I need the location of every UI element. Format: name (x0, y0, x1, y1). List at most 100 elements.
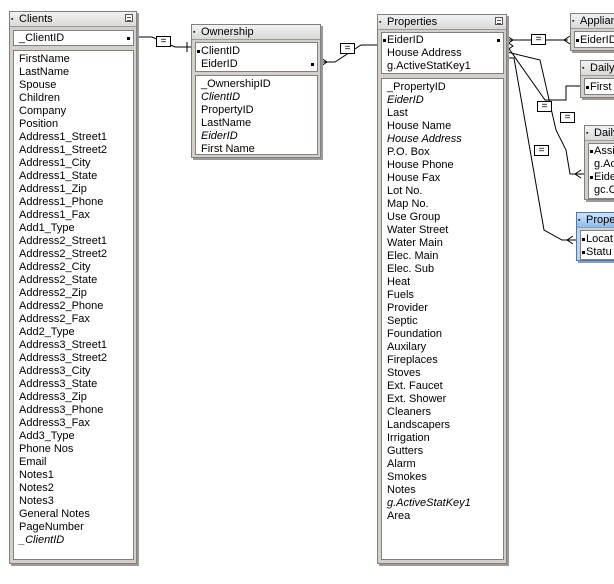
field-row[interactable]: g.ActiveStatKey1 (387, 497, 471, 509)
field-row[interactable]: Water Main (387, 237, 443, 249)
field-row[interactable]: Auxilary (387, 341, 427, 353)
field-row[interactable]: Irrigation (387, 432, 430, 444)
table-header[interactable]: ▪ Daily (585, 126, 614, 141)
field-row[interactable]: Spouse (19, 79, 57, 91)
field-row[interactable]: Notes3 (19, 495, 54, 507)
field-row[interactable]: Address1_Fax (19, 209, 90, 221)
field-row[interactable]: FirstName (19, 53, 70, 65)
field-row[interactable]: Address2_Zip (19, 287, 87, 299)
table-header[interactable]: ▪ Prope (577, 213, 614, 228)
field-row[interactable]: Notes2 (19, 482, 54, 494)
field-row[interactable]: Address2_Street2 (19, 248, 108, 260)
field-row[interactable]: Use Group (387, 211, 441, 223)
field-row[interactable]: Company (19, 105, 67, 117)
field-row[interactable]: LastName (201, 117, 252, 129)
field-row[interactable]: Alarm (387, 458, 416, 470)
prope-table[interactable]: ▪ Prope Locat Statu (576, 212, 614, 261)
field-row[interactable]: Address1_Phone (19, 196, 104, 208)
field-row[interactable]: Map No. (387, 198, 429, 210)
field-row[interactable]: Cleaners (387, 406, 432, 418)
field-row[interactable]: Elec. Sub (387, 263, 435, 275)
key-field[interactable]: g.ActiveStatKey1 (387, 60, 471, 72)
table-header[interactable]: ▪ Applian (571, 14, 614, 29)
field-row[interactable]: Provider (387, 302, 428, 314)
field-row[interactable]: First Name (201, 143, 255, 155)
field-row[interactable]: Phone Nos (19, 443, 74, 455)
field-row[interactable]: _ClientID (19, 534, 65, 546)
clients-table[interactable]: ▪ Clients _ClientID FirstName LastName S… (9, 11, 137, 564)
field-row[interactable]: House Fax (387, 172, 441, 184)
field-row[interactable]: Notes (387, 484, 416, 496)
field-row[interactable]: Address3_City (19, 365, 91, 377)
field-row[interactable]: _PropertyID (387, 81, 446, 93)
properties-table[interactable]: ▪ Properties EiderID House Address g.Act… (377, 14, 507, 564)
key-field[interactable]: ClientID (196, 45, 317, 58)
field-row[interactable]: Stoves (387, 367, 421, 379)
table-header[interactable]: ▪ Ownership (192, 25, 320, 40)
field-row[interactable]: Address2_Street1 (19, 235, 108, 247)
field-row[interactable]: Heat (387, 276, 411, 288)
field-row[interactable]: P.O. Box (387, 146, 430, 158)
field-row[interactable]: Address1_State (19, 170, 98, 182)
field-row[interactable]: Position (19, 118, 59, 130)
field-row[interactable]: Fireplaces (387, 354, 438, 366)
field-row[interactable]: Ext. Faucet (387, 380, 443, 392)
field-row[interactable]: Landscapers (387, 419, 450, 431)
field-row[interactable]: Children (19, 92, 60, 104)
field-row[interactable]: Last (387, 107, 408, 119)
relationship-marker[interactable]: = (560, 112, 575, 123)
field-row[interactable]: PropertyID (201, 104, 254, 116)
field-row[interactable]: Email (19, 456, 47, 468)
field-row[interactable]: Address2_Fax (19, 313, 90, 325)
field-row[interactable]: Address3_Phone (19, 404, 104, 416)
table-header[interactable]: ▪ Properties (378, 15, 506, 30)
key-field[interactable]: _ClientID (14, 32, 133, 45)
field-row[interactable]: Ext. Shower (387, 393, 447, 405)
key-field[interactable]: gc.C (594, 184, 614, 196)
field-row[interactable]: House Phone (387, 159, 454, 171)
field-row[interactable]: Lot No. (387, 185, 423, 197)
ownership-table[interactable]: ▪ Ownership ClientID EiderID _OwnershipI… (191, 24, 321, 158)
field-row[interactable]: General Notes (19, 508, 90, 520)
field-row[interactable]: Address1_City (19, 157, 91, 169)
field-row[interactable]: Elec. Main (387, 250, 439, 262)
field-row[interactable]: Address1_Zip (19, 183, 87, 195)
field-row[interactable]: Add1_Type (19, 222, 75, 234)
field-row[interactable]: Foundation (387, 328, 443, 340)
key-field[interactable]: EiderID (382, 34, 503, 47)
field-row[interactable]: Address1_Street2 (19, 144, 108, 156)
relationship-marker[interactable]: = (534, 145, 549, 156)
key-field[interactable]: EiderID (575, 34, 614, 47)
table-header[interactable]: ▪ Clients (10, 12, 136, 27)
appliances-table[interactable]: ▪ Applian EiderID (570, 13, 614, 51)
key-field[interactable]: First (585, 81, 614, 94)
field-row[interactable]: Add2_Type (19, 326, 75, 338)
field-row[interactable]: LastName (19, 66, 70, 78)
field-row[interactable]: Address2_City (19, 261, 91, 273)
field-row[interactable]: Address2_Phone (19, 300, 104, 312)
field-row[interactable]: Address2_State (19, 274, 98, 286)
key-field[interactable]: EiderID (196, 58, 317, 71)
field-row[interactable]: Address3_State (19, 378, 98, 390)
field-row[interactable]: Septic (387, 315, 418, 327)
field-row[interactable]: Add3_Type (19, 430, 75, 442)
daily-table[interactable]: ▪ Daily Assi g.Ac Eide gc.C (584, 125, 614, 200)
field-row[interactable]: Notes1 (19, 469, 54, 481)
key-field[interactable]: Locat (581, 233, 614, 246)
field-row[interactable]: Gutters (387, 445, 424, 457)
relationship-marker[interactable]: = (531, 34, 546, 45)
field-row[interactable]: Smokes (387, 471, 427, 483)
key-field[interactable]: Statu (581, 246, 614, 259)
key-field[interactable]: g.Ac (594, 158, 614, 170)
field-row[interactable]: Fuels (387, 289, 414, 301)
key-field[interactable]: Eide (589, 171, 614, 184)
relationship-marker[interactable]: = (537, 101, 552, 112)
field-row[interactable]: Address1_Street1 (19, 131, 108, 143)
key-field[interactable]: House Address (387, 47, 462, 59)
field-row[interactable]: Address3_Fax (19, 417, 90, 429)
relationship-marker[interactable]: = (156, 36, 171, 47)
field-row[interactable]: Address3_Street1 (19, 339, 108, 351)
collapse-icon[interactable] (125, 14, 133, 22)
